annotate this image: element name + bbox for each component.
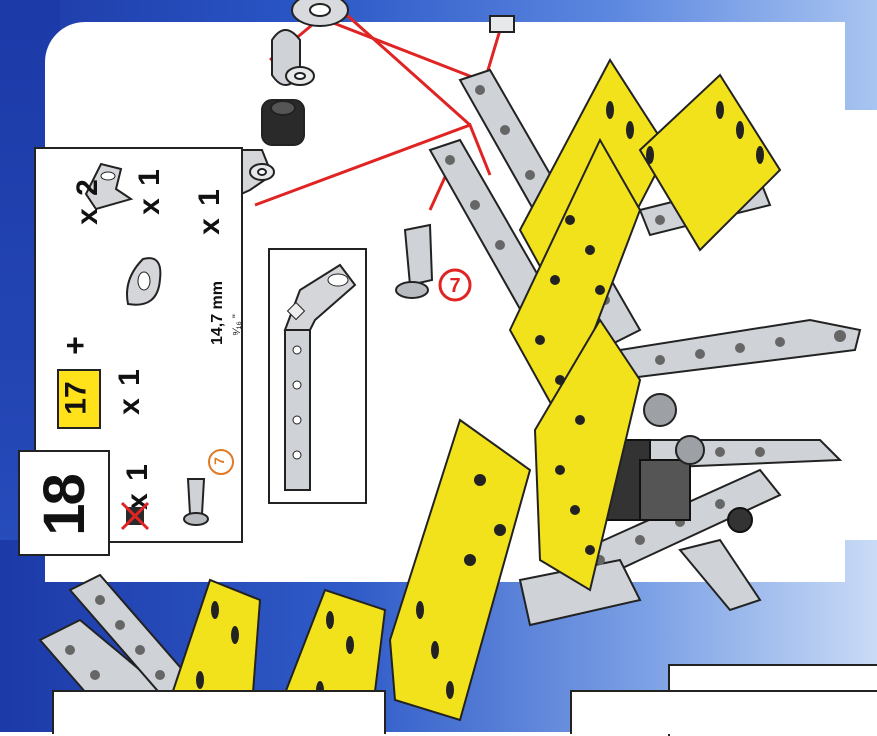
step-number: 18 [31, 475, 98, 536]
washer-icon [118, 249, 168, 319]
detail-inset [268, 248, 367, 504]
next-step-frame-left [52, 690, 386, 734]
bolt-qty: x 1 [193, 187, 227, 235]
next-step-frame-right [570, 690, 877, 734]
plus-sign: + [57, 336, 94, 355]
washer-qty: x 1 [133, 167, 167, 215]
reference-step-number: 17 [60, 381, 94, 414]
bolt-length: 14,7 mm [209, 281, 227, 345]
bolt-length-inch: ⁹⁄₁₆ " [231, 314, 243, 336]
bracket-qty: x 2 [71, 177, 105, 225]
strip-detail-drawing [270, 250, 365, 502]
bolt-code-label: 7 [211, 457, 227, 465]
crossed-out-icon [120, 501, 150, 531]
reference-qty: x 1 [113, 367, 147, 415]
bolt-code-text: 7 [449, 275, 460, 297]
bolt-part [396, 225, 432, 298]
reference-step-box: 17 [57, 369, 101, 429]
bolt-code-badge: 7 [208, 449, 234, 475]
step-number-badge: 18 [18, 450, 110, 556]
bolt-icon [176, 474, 216, 534]
